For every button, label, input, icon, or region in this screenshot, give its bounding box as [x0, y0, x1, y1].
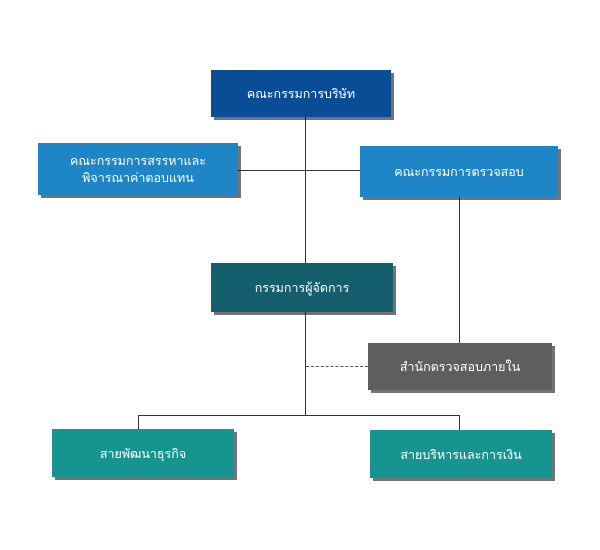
connector-to-business-development: [138, 415, 139, 429]
connector-to-admin-finance: [459, 415, 460, 430]
managing-director-box: กรรมการผู้จัดการ: [211, 263, 393, 312]
nomination-committee-box: คณะกรรมการสรรหาและ พิจารณาค่าตอบแทน: [38, 143, 238, 195]
board-label: คณะกรรมการบริษัท: [246, 86, 356, 101]
managing-director-label: กรรมการผู้จัดการ: [254, 280, 350, 295]
connector-committees: [238, 170, 360, 171]
connector-md-to-internal-audit-dotted: [306, 366, 368, 367]
audit-committee-box: คณะกรรมการตรวจสอบ: [360, 146, 558, 197]
connector-audit-committee-to-internal-audit: [459, 197, 460, 343]
nomination-committee-label-line1: คณะกรรมการสรรหาและ: [70, 153, 206, 168]
admin-finance-box: สายบริหารและการเงิน: [370, 430, 552, 478]
business-development-box: สายพัฒนาธุรกิจ: [52, 429, 234, 477]
connector-divisions-horizontal: [138, 415, 460, 416]
internal-audit-label: สำนักตรวจสอบภายใน: [399, 359, 521, 374]
board-box: คณะกรรมการบริษัท: [211, 70, 391, 117]
connector-md-to-divisions: [305, 312, 306, 415]
nomination-committee-label-line2: พิจารณาค่าตอบแทน: [82, 170, 194, 185]
internal-audit-box: สำนักตรวจสอบภายใน: [368, 343, 552, 390]
admin-finance-label: สายบริหารและการเงิน: [400, 446, 522, 462]
audit-committee-label: คณะกรรมการตรวจสอบ: [394, 164, 524, 179]
connector-board-to-md: [305, 117, 306, 263]
business-development-label: สายพัฒนาธุรกิจ: [99, 445, 187, 461]
